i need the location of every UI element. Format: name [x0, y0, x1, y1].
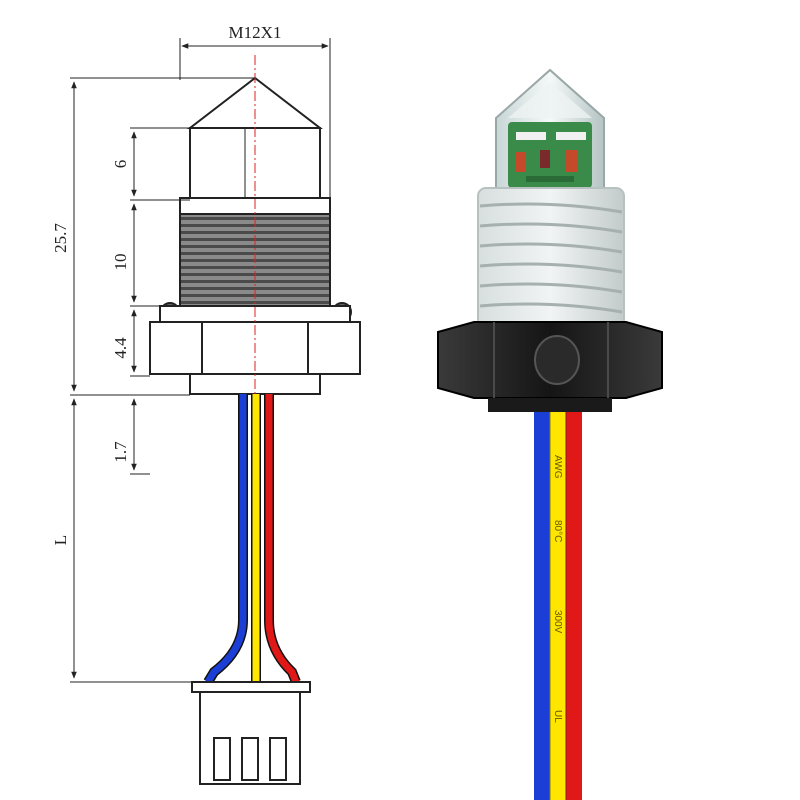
cable-print-awg: AWG [552, 455, 563, 479]
thread-length-label: 10 [111, 254, 130, 271]
photo-blue-cable [534, 412, 550, 800]
thread-dimension: M12X1 [179, 23, 331, 200]
black-hex-nut [437, 321, 663, 412]
thread-size-label: M12X1 [229, 23, 282, 42]
cable-print-ul: UL [552, 710, 563, 723]
technical-drawing: M12X1 [51, 23, 361, 785]
translucent-thread [477, 187, 625, 329]
red-wire [265, 394, 300, 684]
product-photo: AWG 80°C 300V UL [437, 68, 663, 800]
photo-red-cable [566, 412, 582, 800]
cable-length-label: L [51, 535, 70, 545]
height-dimensions [70, 77, 255, 683]
circuit-board [508, 122, 592, 188]
photo-cables [534, 412, 582, 800]
tip-height-label: 6 [111, 160, 130, 169]
cable-print-text: AWG 80°C 300V UL [552, 455, 563, 723]
cable-print-temp: 80°C [552, 520, 563, 542]
overall-height-label: 25.7 [51, 223, 70, 253]
wire-connector [191, 681, 311, 785]
cable-print-voltage: 300V [552, 610, 563, 634]
base-height-label: 1.7 [111, 441, 130, 463]
wire-bundle [203, 394, 301, 685]
blue-wire [204, 394, 247, 684]
photo-yellow-cable [550, 412, 566, 800]
hex-height-label: 4.4 [111, 337, 130, 359]
